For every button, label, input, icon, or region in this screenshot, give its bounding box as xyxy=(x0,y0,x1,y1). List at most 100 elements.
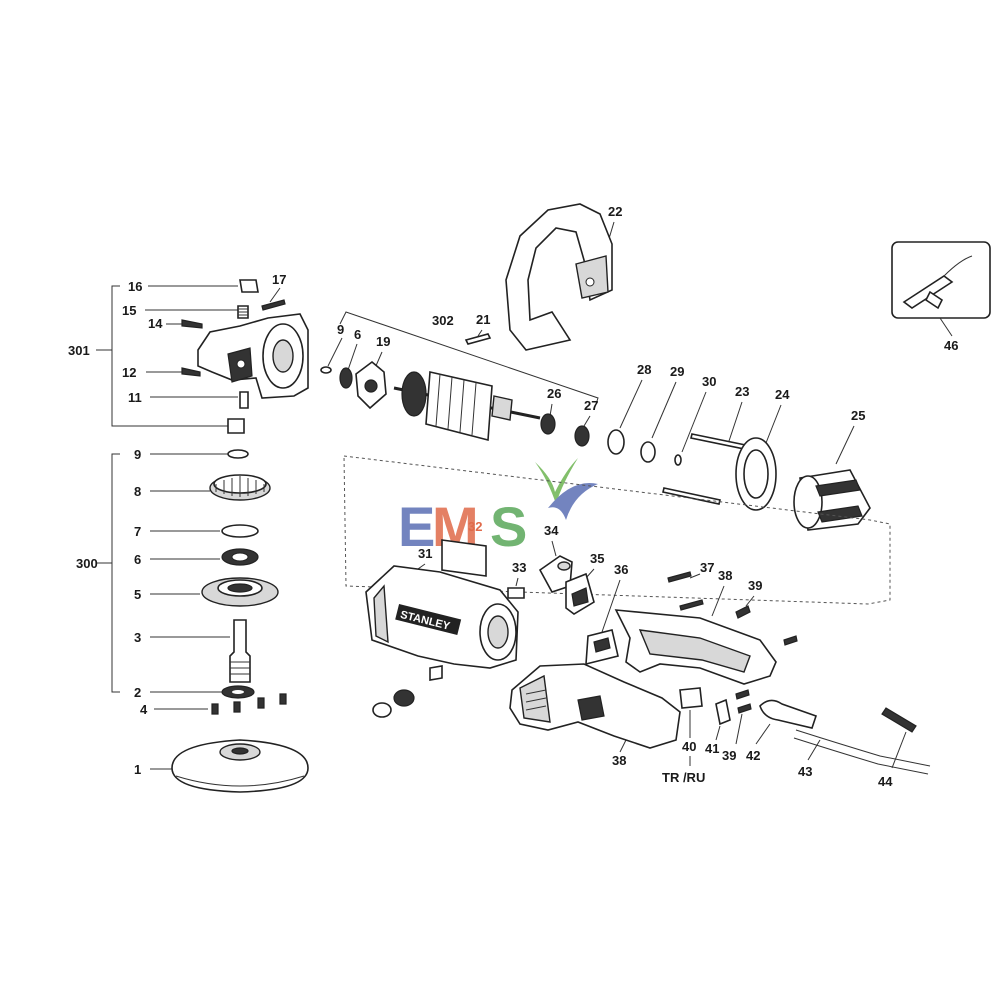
logo-swoosh-green xyxy=(535,458,578,504)
part-label-39b: 39 xyxy=(722,748,736,763)
handle-halves: 38 38 xyxy=(509,568,777,768)
clamp-41 xyxy=(715,698,731,726)
switch-brush-parts: 33 34 35 36 37 39 xyxy=(372,523,798,718)
part-label-39a: 39 xyxy=(748,578,762,593)
backing-pad xyxy=(171,739,309,793)
part-label-23: 23 xyxy=(735,384,749,399)
brush-cap-b xyxy=(393,689,415,707)
region-label: TR /RU xyxy=(662,770,705,785)
screw-12 xyxy=(181,367,201,377)
part-label-25: 25 xyxy=(851,408,865,423)
rear-handle: 22 xyxy=(505,203,622,351)
part-label-6a: 6 xyxy=(134,552,141,567)
bearing-28 xyxy=(607,429,625,455)
part-label-4: 4 xyxy=(140,702,148,717)
d-handle xyxy=(505,203,613,351)
brush-holder-33 xyxy=(507,587,525,599)
cord-parts: 40 TR /RU 41 39 42 43 44 xyxy=(662,687,931,789)
part-label-1: 1 xyxy=(134,762,141,777)
screw-4c xyxy=(257,697,265,709)
part-label-12: 12 xyxy=(122,365,136,380)
circlip-9 xyxy=(227,449,249,459)
screw-17 xyxy=(261,299,286,311)
accessory-box-46: 46 xyxy=(891,241,991,353)
screw-4a xyxy=(211,703,219,715)
part-label-15: 15 xyxy=(122,303,136,318)
part-label-9b: 9 xyxy=(337,322,344,337)
part-label-14: 14 xyxy=(148,316,163,331)
part-label-38b: 38 xyxy=(612,753,626,768)
plate-40 xyxy=(679,687,703,709)
part-label-38a: 38 xyxy=(718,568,732,583)
part-label-9a: 9 xyxy=(134,447,141,462)
part-label-19: 19 xyxy=(376,334,390,349)
part-label-11: 11 xyxy=(128,390,142,405)
part-label-5: 5 xyxy=(134,587,141,602)
logo-letter-e: E xyxy=(398,495,435,558)
cord-protector-42 xyxy=(759,699,818,729)
part-label-26: 26 xyxy=(547,386,561,401)
part-label-37: 37 xyxy=(700,560,714,575)
part-label-44: 44 xyxy=(878,774,893,789)
power-cord-43 xyxy=(795,729,931,767)
screw-4b xyxy=(233,701,241,713)
bearing-27 xyxy=(574,425,590,447)
bushing xyxy=(227,418,245,434)
part-label-8: 8 xyxy=(134,484,141,499)
screw-14 xyxy=(181,319,203,329)
part-label-3: 3 xyxy=(134,630,141,645)
spindle xyxy=(229,619,251,683)
part-label-16: 16 xyxy=(128,279,142,294)
part-label-6b: 6 xyxy=(354,327,361,342)
armature-rotor xyxy=(393,371,541,442)
stator-field xyxy=(793,469,871,531)
clip-30 xyxy=(674,454,682,466)
motor-housing-group: 31 STANLEY 32 xyxy=(365,519,519,669)
part-label-33: 33 xyxy=(512,560,526,575)
screw-37b xyxy=(679,599,704,611)
part-label-35: 35 xyxy=(590,551,604,566)
part-label-2: 2 xyxy=(134,685,141,700)
stator-screw-23b xyxy=(662,487,721,505)
part-label-41: 41 xyxy=(705,741,719,756)
bearing-cap-29 xyxy=(640,441,656,463)
assembly-label-302: 302 xyxy=(432,313,454,328)
screw-39a xyxy=(735,605,751,619)
part-label-31: 31 xyxy=(418,546,432,561)
assembly-label-301: 301 xyxy=(68,343,90,358)
part-label-36: 36 xyxy=(614,562,628,577)
pin-21 xyxy=(464,333,492,345)
screw-39b-b xyxy=(737,703,752,714)
part-label-32: 32 xyxy=(468,519,482,534)
screw-39b-a xyxy=(735,689,750,700)
brush-cap-a xyxy=(429,665,443,681)
part-label-46: 46 xyxy=(944,338,958,353)
circlip-9b xyxy=(320,366,332,374)
brush-cap-c xyxy=(372,702,392,718)
part-label-21: 21 xyxy=(476,312,490,327)
logo-letter-s: S xyxy=(490,495,527,558)
part-label-7: 7 xyxy=(134,524,141,539)
part-label-43: 43 xyxy=(798,764,812,779)
logo-swoosh-blue xyxy=(548,483,598,520)
screw-37a xyxy=(667,571,692,583)
bearing-armature xyxy=(339,367,353,389)
part-label-40: 40 xyxy=(682,739,696,754)
part-label-24: 24 xyxy=(775,387,790,402)
gear-head-assembly: 301 300 16 17 15 14 12 11 xyxy=(68,272,309,793)
bearing-26 xyxy=(540,413,556,435)
part-label-30: 30 xyxy=(702,374,716,389)
screw-39c xyxy=(783,635,798,646)
part-label-29: 29 xyxy=(670,364,684,379)
part-label-28: 28 xyxy=(637,362,651,377)
screw-4d xyxy=(279,693,287,705)
retaining-ring xyxy=(221,524,259,538)
part-label-22: 22 xyxy=(608,204,622,219)
part-label-27: 27 xyxy=(584,398,598,413)
part-label-17: 17 xyxy=(272,272,286,287)
part-label-42: 42 xyxy=(746,748,760,763)
ems-watermark-logo: E M S xyxy=(398,458,598,558)
pin-11 xyxy=(239,391,249,409)
nameplate-32 xyxy=(441,539,487,577)
